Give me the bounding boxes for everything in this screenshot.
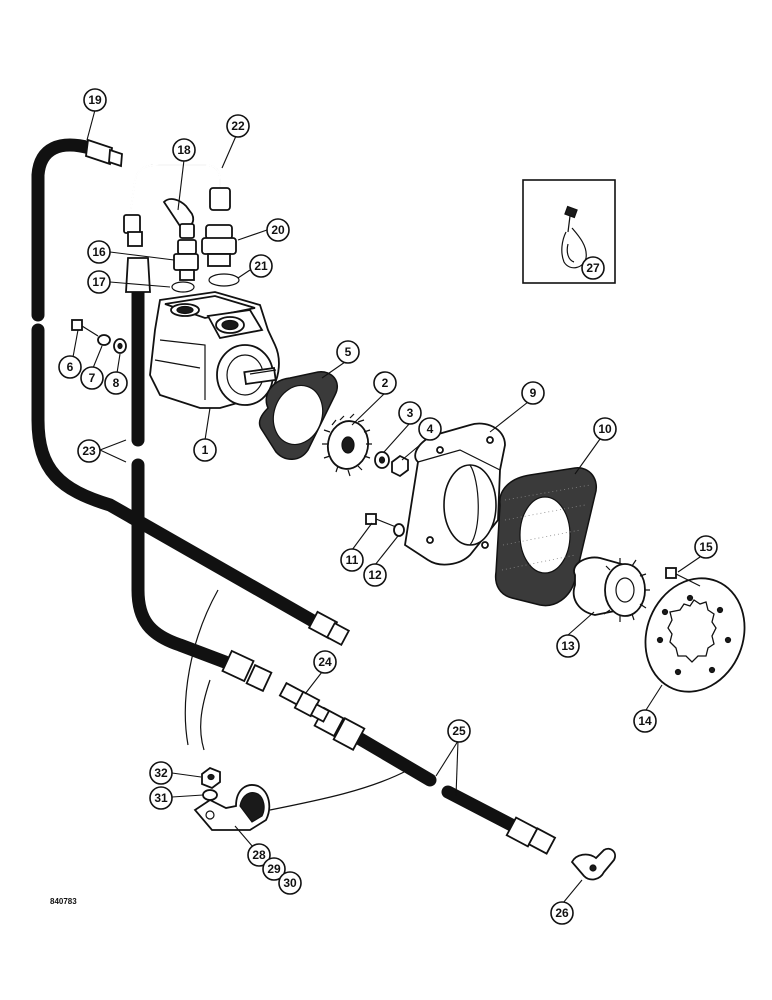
svg-text:32: 32 [154,766,168,780]
callout-29: 29 [262,857,286,881]
callout-27: 27 [581,256,605,280]
callout-25: 25 [447,719,471,743]
callout-32: 32 [149,761,173,785]
callout-12: 12 [363,563,387,587]
svg-text:20: 20 [271,223,285,237]
svg-text:4: 4 [427,422,434,436]
svg-text:25: 25 [452,724,466,738]
callout-7: 7 [80,366,104,390]
callout-9: 9 [521,381,545,405]
drawing-number: 840783 [50,897,77,906]
adapter-20 [201,224,237,267]
svg-text:1: 1 [202,443,209,457]
callout-19: 19 [83,88,107,112]
callout-4: 4 [418,417,442,441]
hose-19-assembly [31,138,351,647]
svg-text:23: 23 [82,444,96,458]
inset-box-27 [522,179,616,284]
callout-10: 10 [593,417,617,441]
svg-text:2: 2 [382,376,389,390]
pump-1 [149,291,280,409]
svg-text:5: 5 [345,345,352,359]
flange-14 [644,577,746,693]
washer-7 [97,334,111,346]
svg-text:8: 8 [113,376,120,390]
svg-text:19: 19 [88,93,102,107]
gear-2 [322,413,372,477]
callout-16: 16 [87,240,111,264]
callout-6: 6 [58,355,82,379]
tube-22 [123,164,231,247]
leader-lines [72,109,701,904]
svg-text:21: 21 [254,259,268,273]
svg-text:31: 31 [154,791,168,805]
svg-text:22: 22 [231,119,245,133]
callout-31: 31 [149,786,173,810]
gasket-10 [494,467,597,607]
clamp-28 [193,784,271,831]
svg-text:12: 12 [368,568,382,582]
callout-26: 26 [550,901,574,925]
hose-25-assembly [313,706,557,855]
washer-12 [393,523,405,537]
svg-text:6: 6 [67,360,74,374]
elbow-fitting-26 [570,847,616,881]
callout-18: 18 [172,138,196,162]
nut-4 [391,454,409,478]
svg-text:17: 17 [92,275,106,289]
bolt-6 [71,319,99,337]
callout-1: 1 [193,438,217,462]
svg-text:24: 24 [318,655,332,669]
callout-20: 20 [266,218,290,242]
svg-text:26: 26 [555,906,569,920]
callout-11: 11 [340,548,364,572]
svg-text:29: 29 [267,862,281,876]
o-ring-17 [171,281,195,293]
svg-text:9: 9 [530,386,537,400]
callout-8: 8 [104,371,128,395]
svg-text:14: 14 [638,714,652,728]
coupling-13 [572,556,650,622]
svg-text:27: 27 [586,261,600,275]
callout-30: 30 [278,871,302,895]
washer-31 [202,789,218,801]
elbow-fitting-18 [162,198,195,239]
svg-text:3: 3 [407,406,414,420]
o-ring-21 [208,273,240,287]
callout-22: 22 [226,114,250,138]
callout-13: 13 [556,634,580,658]
svg-text:18: 18 [177,143,191,157]
callout-24: 24 [313,650,337,674]
gasket-5 [258,371,339,460]
callout-5: 5 [336,340,360,364]
callout-3: 3 [398,401,422,425]
adapter-plate-9 [404,422,506,566]
svg-text:15: 15 [699,540,713,554]
callout-17: 17 [87,270,111,294]
hose-23-assembly [125,257,273,693]
fitting-16 [173,239,199,281]
svg-text:16: 16 [92,245,106,259]
svg-text:10: 10 [598,422,612,436]
callout-14: 14 [633,709,657,733]
callout-23: 23 [77,439,101,463]
svg-text:30: 30 [283,876,297,890]
callout-28: 28 [247,843,271,867]
callout-15: 15 [694,535,718,559]
bolt-15 [665,567,701,587]
callout-2: 2 [373,371,397,395]
svg-text:7: 7 [89,371,96,385]
fitting-24 [278,681,331,723]
svg-text:28: 28 [252,848,266,862]
callout-21: 21 [249,254,273,278]
svg-text:11: 11 [346,553,359,567]
svg-text:13: 13 [561,639,575,653]
